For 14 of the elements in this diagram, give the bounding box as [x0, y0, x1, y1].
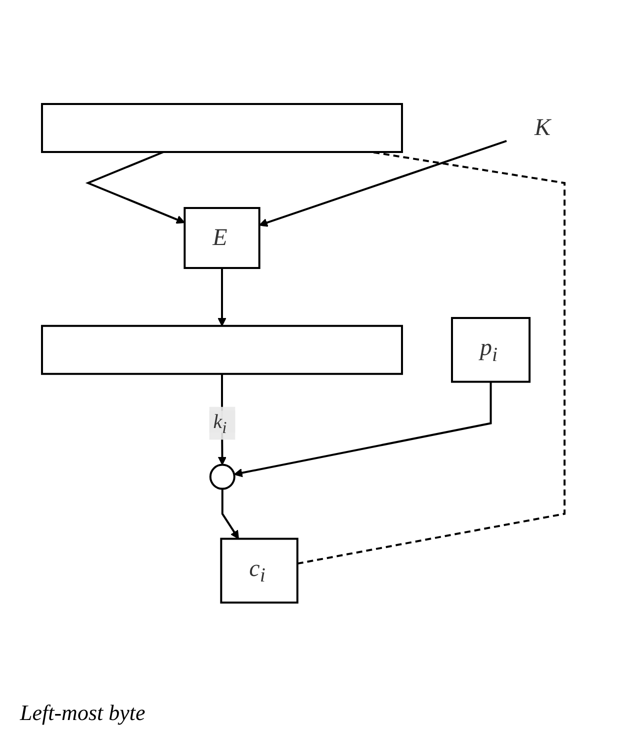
- block-box: c$_{i}$: [220, 537, 299, 604]
- arrow: [234, 382, 492, 477]
- arrow: [259, 140, 508, 227]
- xor-symbol: [210, 464, 236, 490]
- arrow: [218, 268, 227, 326]
- block-box: p$_{i}$: [451, 316, 531, 382]
- note-text: Left-most byte: [20, 700, 146, 726]
- arrow: [86, 150, 186, 224]
- register-bar: [41, 324, 404, 375]
- arrow: [222, 488, 240, 539]
- edge-label: k$_{i}$: [209, 406, 235, 440]
- key-label: K: [534, 114, 551, 141]
- block-box: E: [184, 206, 261, 269]
- register-bar: [41, 102, 404, 153]
